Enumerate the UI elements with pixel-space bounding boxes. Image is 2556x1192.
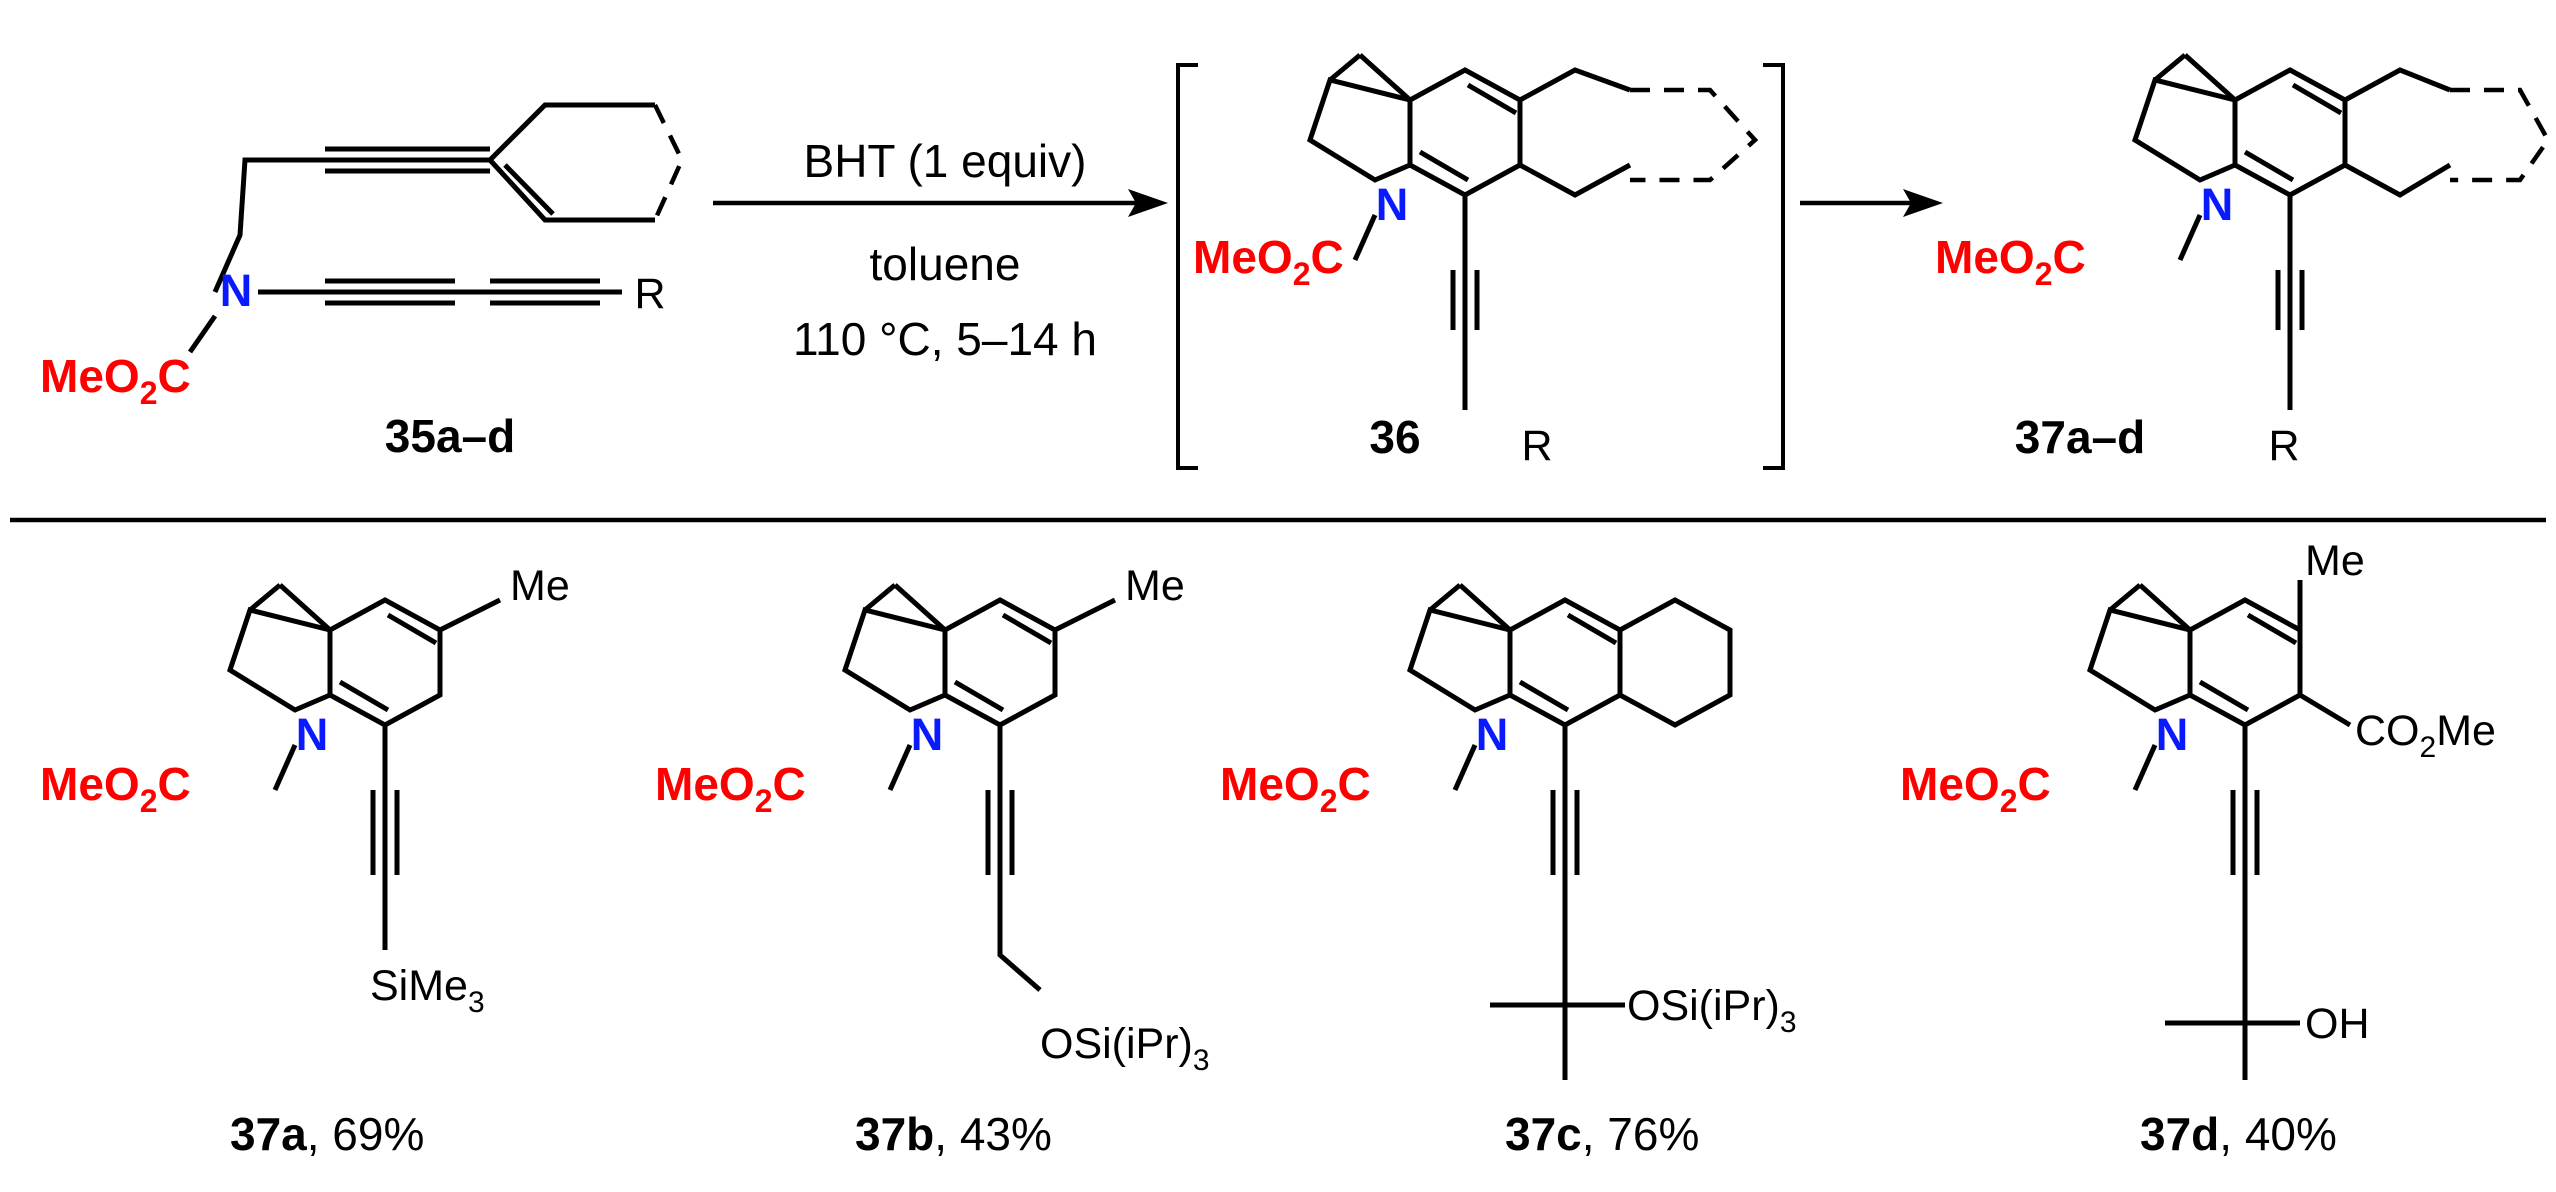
- product-37a-bonds: [227, 583, 502, 950]
- product-label: 37a–d: [2015, 411, 2145, 463]
- condition-reagent: BHT (1 equiv): [804, 135, 1087, 187]
- reactant-carbamate: MeO2C: [40, 350, 191, 411]
- reactant-bonds: [187, 102, 685, 354]
- product-37d: Me N MeO2C CO2Me OH 37d, 40%: [1900, 537, 2496, 1160]
- product-37b-bonds: [842, 583, 1117, 992]
- product-37b-caption: 37b, 43%: [855, 1108, 1052, 1160]
- intermediate-36: N MeO2C R 36: [1176, 53, 1785, 470]
- product-37a-tms: SiMe3: [370, 962, 485, 1019]
- reaction-arrow-1: [713, 189, 1168, 217]
- product-carbamate: MeO2C: [1935, 231, 2086, 292]
- product-37a-caption: 37a, 69%: [230, 1108, 424, 1160]
- reactant-label: 35a–d: [385, 410, 515, 462]
- product-37b-methyl: Me: [1125, 562, 1185, 610]
- product-37c-otips: OSi(iPr)3: [1627, 982, 1797, 1039]
- condition-temperature-time: 110 °C, 5–14 h: [793, 313, 1097, 365]
- intermediate-carbamate: MeO2C: [1193, 231, 1344, 292]
- product-37d-carbamate: MeO2C: [1900, 758, 2051, 819]
- reactant-35: N R MeO2C 35a–d: [40, 102, 685, 462]
- right-bracket: [1763, 63, 1785, 470]
- intermediate-bonds: [1307, 53, 1759, 410]
- product-37d-caption: 37d, 40%: [2140, 1108, 2337, 1160]
- product-37d-ester: CO2Me: [2355, 707, 2496, 764]
- product-37d-hydroxyl: OH: [2305, 1000, 2370, 1048]
- product-37a-nitrogen: N: [296, 709, 329, 760]
- reactant-nitrogen: N: [220, 265, 253, 316]
- product-37a-carbamate: MeO2C: [40, 758, 191, 819]
- intermediate-label: 36: [1369, 411, 1420, 463]
- product-nitrogen: N: [2201, 179, 2234, 230]
- product-37c-bonds: [1407, 583, 1733, 1080]
- reaction-arrow-2: [1800, 189, 1943, 217]
- product-37b: Me N MeO2C OSi(iPr)3 37b, 43%: [655, 562, 1210, 1160]
- intermediate-r-group: R: [1521, 422, 1552, 470]
- product-37c: N MeO2C OSi(iPr)3 37c, 76%: [1220, 583, 1797, 1160]
- product-37c-nitrogen: N: [1476, 709, 1509, 760]
- intermediate-nitrogen: N: [1376, 179, 1409, 230]
- product-37c-carbamate: MeO2C: [1220, 758, 1371, 819]
- reactant-r-group: R: [634, 270, 665, 318]
- product-37c-caption: 37c, 76%: [1505, 1108, 1699, 1160]
- product-37b-nitrogen: N: [911, 709, 944, 760]
- product-37: N MeO2C 37a–d R: [1935, 53, 2551, 470]
- product-r-group: R: [2268, 422, 2299, 470]
- product-37a-methyl: Me: [510, 562, 570, 610]
- product-37b-otips: OSi(iPr)3: [1040, 1020, 1210, 1077]
- product-37b-carbamate: MeO2C: [655, 758, 806, 819]
- product-37d-bonds: [2087, 580, 2352, 1080]
- product-bonds: [2132, 53, 2551, 410]
- condition-solvent: toluene: [870, 238, 1021, 290]
- product-37d-nitrogen: N: [2156, 709, 2189, 760]
- product-37a: Me N MeO2C SiMe3 37a, 69%: [40, 562, 570, 1160]
- left-bracket: [1176, 63, 1198, 470]
- product-37d-methyl: Me: [2305, 537, 2365, 585]
